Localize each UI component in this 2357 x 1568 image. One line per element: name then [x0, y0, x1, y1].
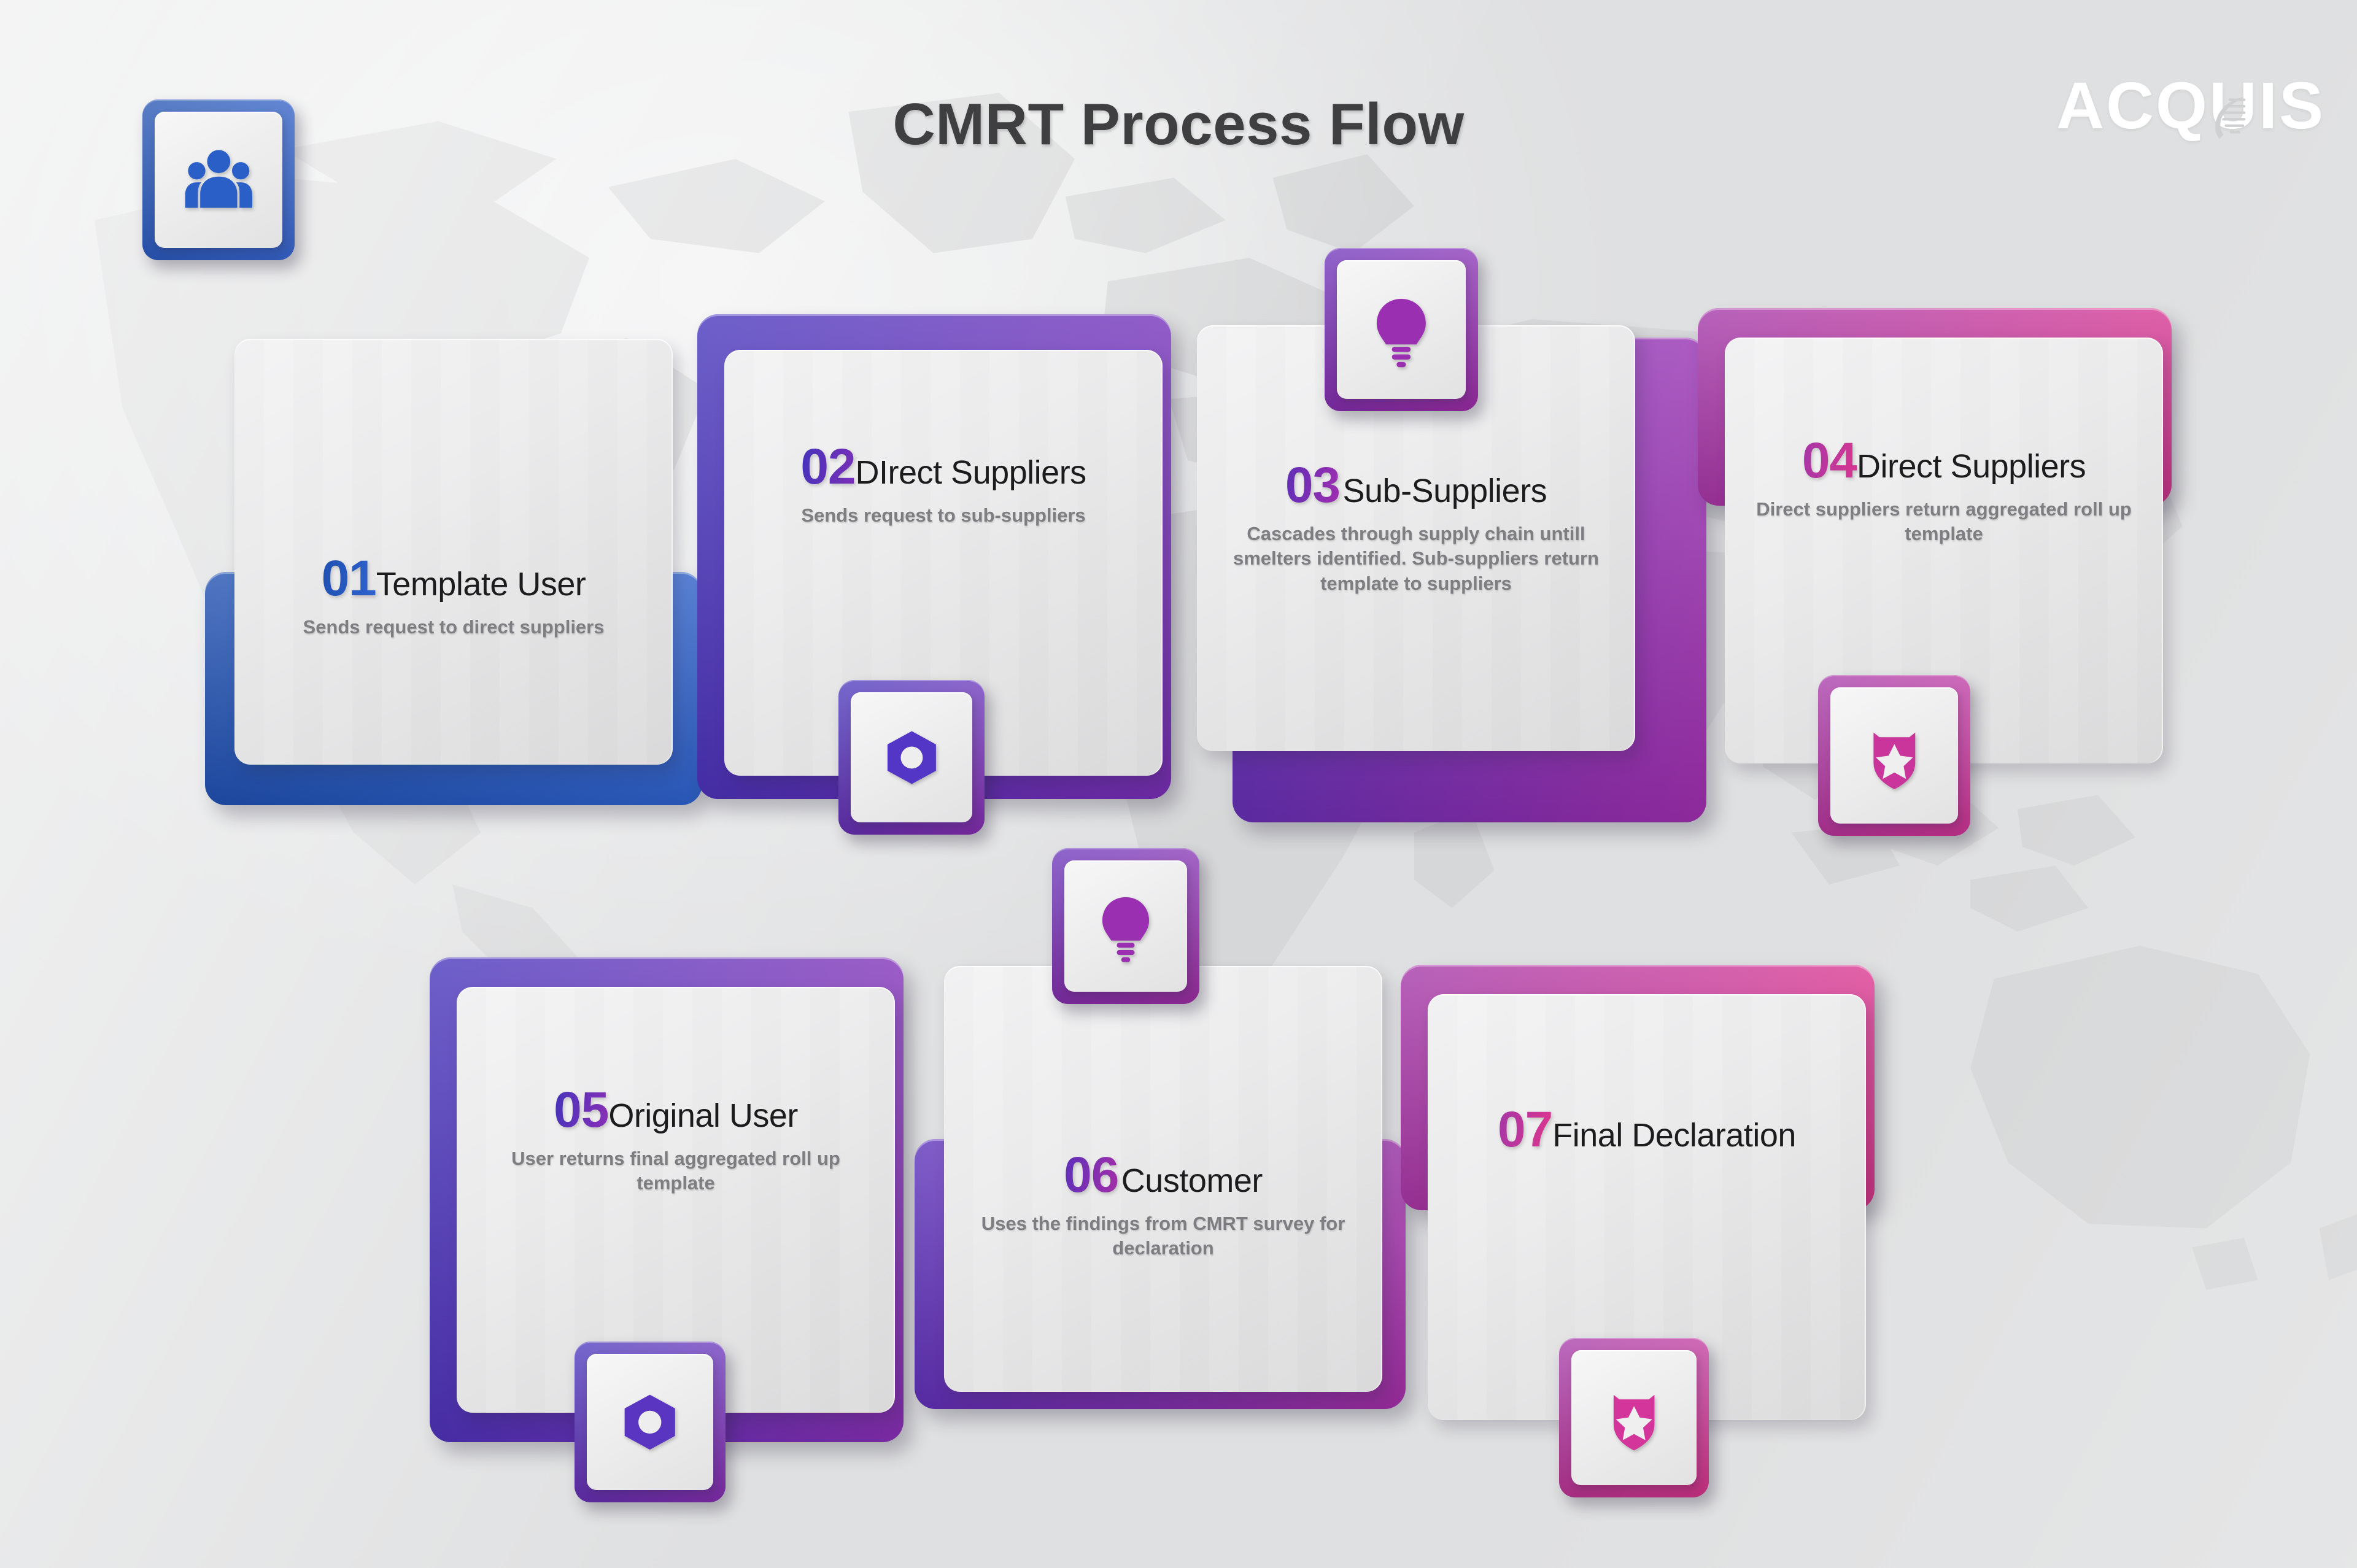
step-01-title: Template User [376, 566, 586, 603]
step-01-desc: Sends request to direct suppliers [303, 616, 605, 638]
lightbulb-icon [1102, 897, 1150, 962]
shield-star-icon [1613, 1395, 1655, 1451]
step-05-headline: 05Original User [470, 1085, 881, 1135]
step-05-badge-face [587, 1354, 713, 1490]
step-02-badge[interactable] [838, 680, 985, 835]
step-02-headline: 02DIrect Suppliers [738, 442, 1149, 492]
step-03-badge[interactable] [1325, 248, 1478, 411]
step-05-text: 05Original User User returns final aggre… [457, 1085, 895, 1196]
step-02-number: 02 [800, 439, 856, 495]
step-03-number: 03 [1285, 457, 1341, 513]
step-03-text: 03 Sub-Suppliers Cascades through supply… [1197, 460, 1635, 596]
step-03-headline: 03 Sub-Suppliers [1210, 460, 1622, 511]
step-07-title: Final Declaration [1552, 1117, 1796, 1154]
step-06-body: 06 Customer Uses the findings from CMRT … [944, 966, 1382, 1392]
step-05-desc: User returns final aggregated roll up te… [511, 1148, 840, 1194]
step-06-badge[interactable] [1052, 848, 1199, 1004]
step-07-text: 07Final Declaration [1428, 1105, 1866, 1166]
step-04-desc: Direct suppliers return aggregated roll … [1756, 498, 2132, 545]
step-card-07[interactable]: 07Final Declaration [1401, 965, 1922, 1566]
step-01-badge[interactable] [142, 99, 295, 260]
page-title: CMRT Process Flow [892, 91, 1465, 157]
step-04-badge-face [1830, 687, 1958, 824]
step-01-badge-face [155, 112, 282, 248]
logo-wordmark: ACQUIS [2056, 68, 2325, 142]
step-03-badge-face [1337, 260, 1466, 399]
step-06-number: 06 [1064, 1147, 1119, 1203]
step-06-badge-face [1064, 860, 1187, 992]
step-07-badge-face [1571, 1350, 1697, 1485]
step-04-title: Direct Suppliers [1857, 448, 2086, 485]
step-card-05[interactable]: 05Original User User returns final aggre… [430, 957, 945, 1534]
step-06-desc: Uses the findings from CMRT survey for d… [981, 1213, 1345, 1259]
step-06-text: 06 Customer Uses the findings from CMRT … [944, 1150, 1382, 1261]
step-02-title: DIrect Suppliers [855, 454, 1087, 491]
acquis-logo: ACQUIS [2056, 72, 2325, 139]
step-07-badge[interactable] [1559, 1338, 1709, 1497]
step-05-title: Original User [608, 1097, 798, 1134]
people-group-icon [185, 149, 252, 208]
step-05-number: 05 [554, 1082, 609, 1138]
step-02-text: 02DIrect Suppliers Sends request to sub-… [724, 442, 1163, 528]
step-04-number: 04 [1802, 433, 1857, 489]
step-01-number: 01 [321, 550, 377, 606]
step-04-headline: 04Direct Suppliers [1738, 436, 2150, 486]
step-07-headline: 07Final Declaration [1441, 1105, 1852, 1155]
step-06-title: Customer [1121, 1162, 1263, 1199]
step-02-desc: Sends request to sub-suppliers [801, 504, 1086, 526]
hex-nut-icon [887, 730, 936, 784]
step-card-06[interactable]: 06 Customer Uses the findings from CMRT … [915, 848, 1436, 1516]
step-06-headline: 06 Customer [958, 1150, 1369, 1200]
step-04-badge[interactable] [1818, 675, 1970, 836]
step-04-text: 04Direct Suppliers Direct suppliers retu… [1725, 436, 2163, 547]
step-card-02[interactable]: 02DIrect Suppliers Sends request to sub-… [697, 314, 1194, 867]
step-05-badge[interactable] [575, 1342, 726, 1502]
step-card-03[interactable]: 03 Sub-Suppliers Cascades through supply… [1197, 248, 1706, 822]
step-03-title: Sub-Suppliers [1342, 473, 1547, 509]
lightbulb-icon [1377, 299, 1426, 368]
shield-star-icon [1873, 732, 1915, 789]
step-07-number: 07 [1498, 1102, 1553, 1157]
step-02-badge-face [851, 692, 972, 822]
step-01-body: 01Template User Sends request to direct … [234, 339, 673, 765]
hex-nut-icon [624, 1394, 676, 1450]
step-01-text: 01Template User Sends request to direct … [234, 554, 673, 639]
step-03-desc: Cascades through supply chain untill sme… [1233, 523, 1599, 594]
step-01-headline: 01Template User [248, 554, 659, 604]
step-card-04[interactable]: 04Direct Suppliers Direct suppliers retu… [1698, 308, 2207, 873]
step-card-01[interactable]: 01Template User Sends request to direct … [142, 99, 702, 805]
